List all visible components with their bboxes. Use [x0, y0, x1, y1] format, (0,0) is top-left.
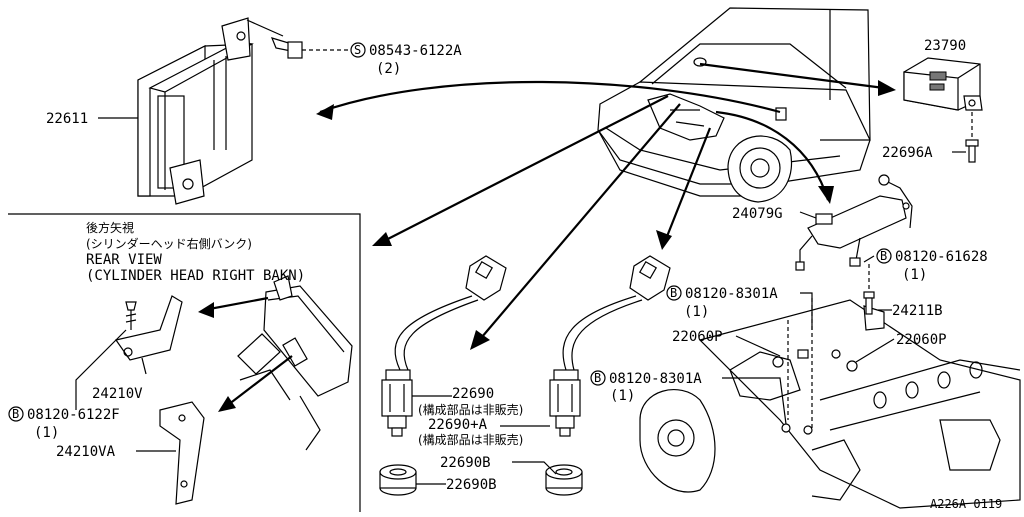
label-relay-unit: 23790 — [924, 38, 966, 54]
b-mark-circle-low — [590, 370, 606, 386]
label-bracket-v: 24210V — [92, 386, 143, 402]
ecm-unit-drawing — [137, 17, 254, 205]
label-bracket-right: 24211B — [892, 303, 943, 319]
label-o2-sensor-a: 22690+A — [428, 417, 488, 433]
o2-sensor-right-drawing — [549, 255, 671, 437]
label-o2-sensor-a-note: (構成部品は非販売) — [418, 432, 523, 447]
label-screw-ecm-qty: (2) — [376, 61, 401, 77]
leader-nut-b — [512, 461, 557, 475]
diagram-id: A226A 0119 — [930, 497, 1002, 511]
leader-clip-left — [735, 335, 781, 357]
label-bolt-b-mid: 08120-8301A — [685, 286, 778, 302]
leader-bracket-v — [141, 357, 147, 375]
label-inset-bolt: 08120-6122F — [27, 407, 120, 423]
s-mark-circle — [350, 42, 366, 58]
b-mark-circle-inset — [8, 406, 24, 422]
label-bracket-va: 24210VA — [56, 444, 116, 460]
b-mark-circle-top — [876, 248, 892, 264]
locator-arrows — [316, 62, 896, 350]
label-bolt-b-low: 08120-8301A — [609, 371, 702, 387]
label-clip-left: 22060P — [672, 329, 723, 345]
rear-view-inset — [8, 213, 361, 512]
leader-bolt-b-top — [863, 255, 875, 263]
leader-inset-bolt — [75, 329, 127, 410]
label-screw-ecm: 08543-6122A — [369, 43, 462, 59]
bolt-b-top-drawing — [863, 264, 875, 315]
label-ecm: 22611 — [46, 111, 88, 127]
harness-drawing — [795, 174, 913, 271]
label-inset-bolt-qty: (1) — [34, 425, 59, 441]
label-bolt-b-top: 08120-61628 — [895, 249, 988, 265]
label-relay-bolt: 22696A — [882, 145, 933, 161]
engine-drawing — [639, 298, 1021, 509]
o2-sensor-left-drawing — [381, 255, 507, 437]
inset-title-jp: 後方矢視 — [86, 220, 134, 235]
screw-ecm-drawing — [246, 19, 348, 59]
label-o2-sensor-note: (構成部品は非販売) — [418, 402, 523, 417]
leader-bolt-b-mid — [800, 292, 813, 330]
relay-unit-drawing — [903, 57, 983, 163]
b-mark-mid: B — [670, 286, 677, 300]
label-bolt-b-mid-qty: (1) — [684, 304, 709, 320]
leader-harness — [799, 211, 817, 219]
label-nut-b: 22690B — [440, 455, 491, 471]
inset-title-en: REAR VIEW — [86, 252, 162, 268]
label-bolt-b-low-qty: (1) — [610, 388, 635, 404]
vehicle-front-drawing — [597, 7, 871, 203]
inset-subtitle-jp: (シリンダーヘッド右側バンク) — [86, 236, 252, 251]
inset-subtitle-en: (CYLINDER HEAD RIGHT BAKN) — [86, 268, 305, 284]
label-bolt-b-top-qty: (1) — [902, 267, 927, 283]
nut-right-drawing — [545, 464, 583, 496]
s-mark: S — [354, 43, 361, 57]
b-mark-top: B — [880, 249, 887, 263]
b-mark-inset: B — [12, 407, 19, 421]
nut-left-drawing — [379, 464, 417, 496]
label-o2-sensor: 22690 — [452, 386, 494, 402]
label-clip-right: 22060P — [896, 332, 947, 348]
leader-bolt-b-low — [722, 377, 787, 425]
label-harness: 24079G — [732, 206, 783, 222]
label-nut-a: 22690B — [446, 477, 497, 493]
b-mark-circle-mid — [666, 285, 682, 301]
leader-clip-right — [855, 338, 895, 363]
b-mark-low: B — [594, 371, 601, 385]
